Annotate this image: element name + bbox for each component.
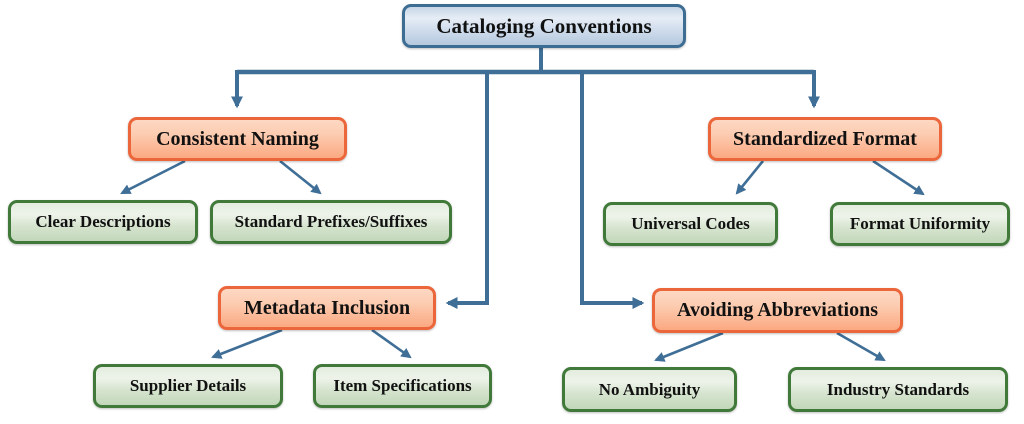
node-standard-prefixes-suffixes: Standard Prefixes/Suffixes bbox=[210, 200, 452, 244]
node-cataloging-conventions: Cataloging Conventions bbox=[402, 4, 686, 48]
node-item-specifications: Item Specifications bbox=[313, 364, 492, 408]
node-avoiding-abbreviations: Avoiding Abbreviations bbox=[652, 288, 903, 333]
node-universal-codes: Universal Codes bbox=[603, 202, 778, 246]
node-consistent-naming: Consistent Naming bbox=[128, 117, 347, 161]
node-standardized-format: Standardized Format bbox=[708, 117, 942, 161]
node-industry-standards: Industry Standards bbox=[788, 367, 1008, 412]
node-format-uniformity: Format Uniformity bbox=[830, 202, 1010, 246]
node-clear-descriptions: Clear Descriptions bbox=[8, 200, 198, 244]
node-metadata-inclusion: Metadata Inclusion bbox=[218, 286, 436, 330]
node-no-ambiguity: No Ambiguity bbox=[562, 367, 737, 412]
node-supplier-details: Supplier Details bbox=[93, 364, 283, 408]
